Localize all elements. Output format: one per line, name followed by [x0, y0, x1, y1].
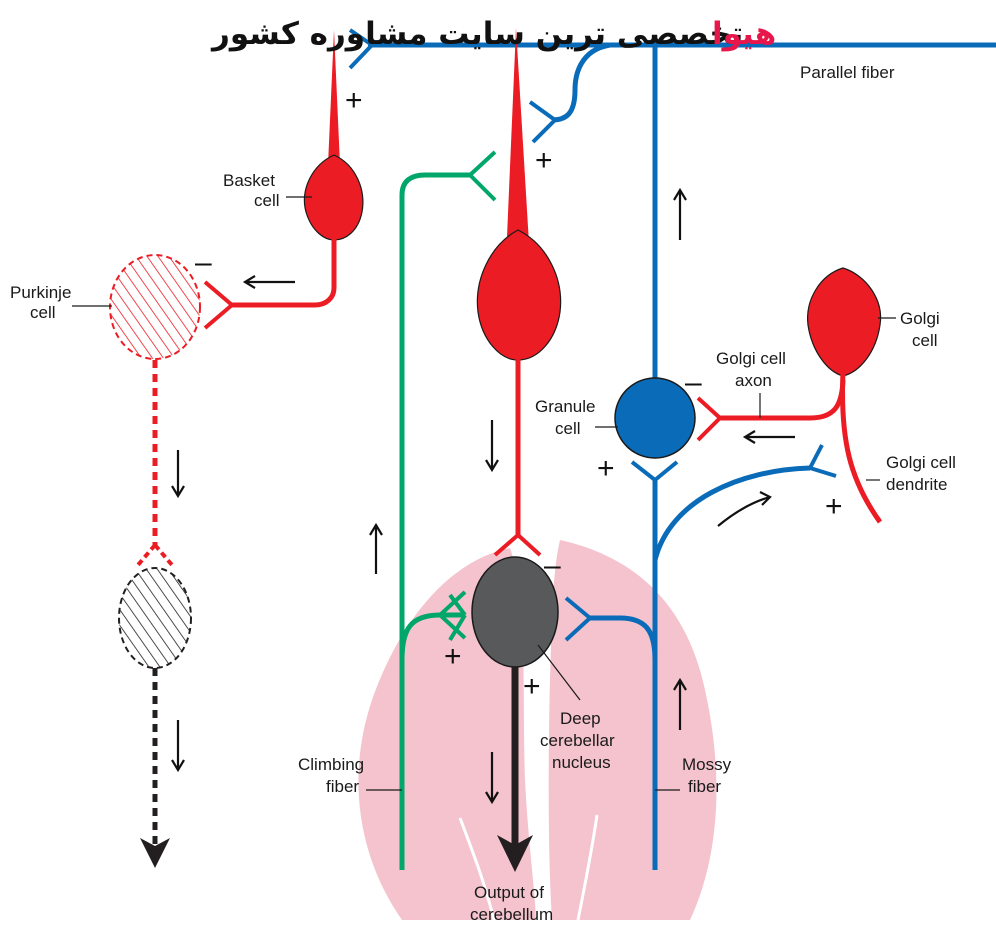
label-basket-cell-1: Basket — [223, 171, 275, 190]
leader-deep-nucleus — [537, 644, 581, 701]
label-golgi-axon-1: Golgi cell — [716, 349, 786, 368]
sign-plus-granule: + — [597, 452, 615, 485]
label-golgi-dendrite-2: dendrite — [886, 475, 947, 494]
sign-plus-basket: + — [345, 84, 363, 117]
mossy-fiber-branch-nucleus — [590, 615, 658, 661]
mossy-fiber-synapse-granule — [630, 460, 679, 482]
arrow-down-purkinje-axon — [485, 420, 499, 473]
deep-nucleus-inhibited — [118, 567, 192, 669]
label-output-2: cerebellum — [470, 905, 553, 924]
climbing-fiber-synapse-nucleus — [448, 593, 467, 642]
direction-arrows — [171, 187, 795, 805]
label-parallel-fiber: Parallel fiber — [800, 63, 895, 82]
arrow-golgi-axon — [742, 430, 795, 444]
label-climbing-fiber-1: Climbing — [298, 755, 364, 774]
watermark-text: تخصصی ترین سایت مشاوره کشور — [210, 16, 743, 52]
label-granule-cell-1: Granule — [535, 397, 595, 416]
sign-plus-golgi: + — [825, 490, 843, 523]
sign-plus-nucleus-blue: + — [523, 670, 541, 703]
label-output-1: Output of — [474, 883, 544, 902]
deep-nucleus-inhibited-arrowhead — [140, 838, 170, 868]
climbing-fiber-synapse-nucleus-2 — [438, 590, 467, 640]
arrow-mossy-branch — [717, 491, 772, 527]
label-deep-nucleus-3: nucleus — [552, 753, 611, 772]
leader-lines — [72, 196, 896, 791]
sign-minus-nucleus: – — [544, 549, 561, 582]
white-streak-right — [576, 814, 599, 921]
arrow-up-mossy — [673, 677, 687, 730]
climbing-fiber — [399, 172, 470, 870]
label-golgi-cell-2: cell — [912, 331, 938, 350]
watermark: تخصصی ترین سایت مشاوره کشور هیوا — [210, 16, 776, 52]
golgi-axon-synapse-granule — [696, 396, 722, 442]
arrow-up-parallel — [673, 187, 687, 240]
labels: Parallel fiber Basket cell Purkinje cell… — [10, 63, 956, 924]
white-streak-left — [458, 817, 496, 921]
pink-background-right — [548, 540, 717, 920]
arrow-down-nucleus-inhibited — [171, 720, 185, 773]
golgi-cell-body — [807, 267, 882, 377]
arrow-up-climbing — [369, 522, 383, 574]
mossy-fiber-branch-golgi — [652, 465, 811, 561]
sign-minus-purkinje: – — [195, 246, 212, 279]
parallel-fiber-branch-purkinje — [551, 42, 611, 123]
granule-cell-body — [614, 377, 696, 459]
synapse-signs: + + – – + + – + + — [195, 84, 843, 703]
arrow-down-purkinje-inhibited — [171, 450, 185, 499]
basket-cell-dendrite — [328, 30, 340, 165]
climbing-fiber-branch-nucleus — [399, 612, 465, 661]
sign-plus-nucleus-green: + — [444, 640, 462, 673]
purkinje-cell-dendrite — [506, 28, 530, 260]
purkinje-inhibited-synapse — [136, 543, 174, 567]
purkinje-cell-body — [476, 229, 562, 361]
purkinje-synapse-nucleus — [493, 533, 542, 557]
golgi-cell-dendrite — [840, 371, 883, 524]
label-golgi-axon-2: axon — [735, 371, 772, 390]
arrow-basket-to-purkinje — [242, 275, 295, 289]
label-granule-cell-2: cell — [555, 419, 581, 438]
label-mossy-fiber-2: fiber — [688, 777, 721, 796]
climbing-fiber-synapse-purkinje — [468, 150, 497, 202]
parallel-fiber-synapse-basket — [348, 28, 374, 70]
arrow-down-output — [485, 752, 499, 805]
output-arrowhead — [497, 835, 533, 872]
label-deep-nucleus-1: Deep — [560, 709, 601, 728]
watermark-brand: هیوا — [712, 16, 776, 52]
sign-minus-granule: – — [685, 366, 702, 399]
label-mossy-fiber-1: Mossy — [682, 755, 732, 774]
basket-cell-synapse — [203, 280, 234, 330]
mossy-fiber-synapse-nucleus — [564, 596, 592, 642]
label-climbing-fiber-2: fiber — [326, 777, 359, 796]
basket-cell-axon — [232, 238, 337, 308]
label-purkinje-cell-1: Purkinje — [10, 283, 71, 302]
purkinje-cell-inhibited — [109, 254, 201, 360]
label-purkinje-cell-2: cell — [30, 303, 56, 322]
sign-plus-purkinje: + — [535, 144, 553, 177]
golgi-cell-axon — [720, 379, 846, 421]
parallel-fiber-synapse-purkinje — [528, 100, 557, 144]
mossy-fiber-synapse-golgi — [808, 444, 837, 478]
label-basket-cell-2: cell — [254, 191, 280, 210]
basket-cell-body — [303, 154, 364, 241]
label-golgi-dendrite-1: Golgi cell — [886, 453, 956, 472]
label-golgi-cell-1: Golgi — [900, 309, 940, 328]
label-deep-nucleus-2: cerebellar — [540, 731, 615, 750]
